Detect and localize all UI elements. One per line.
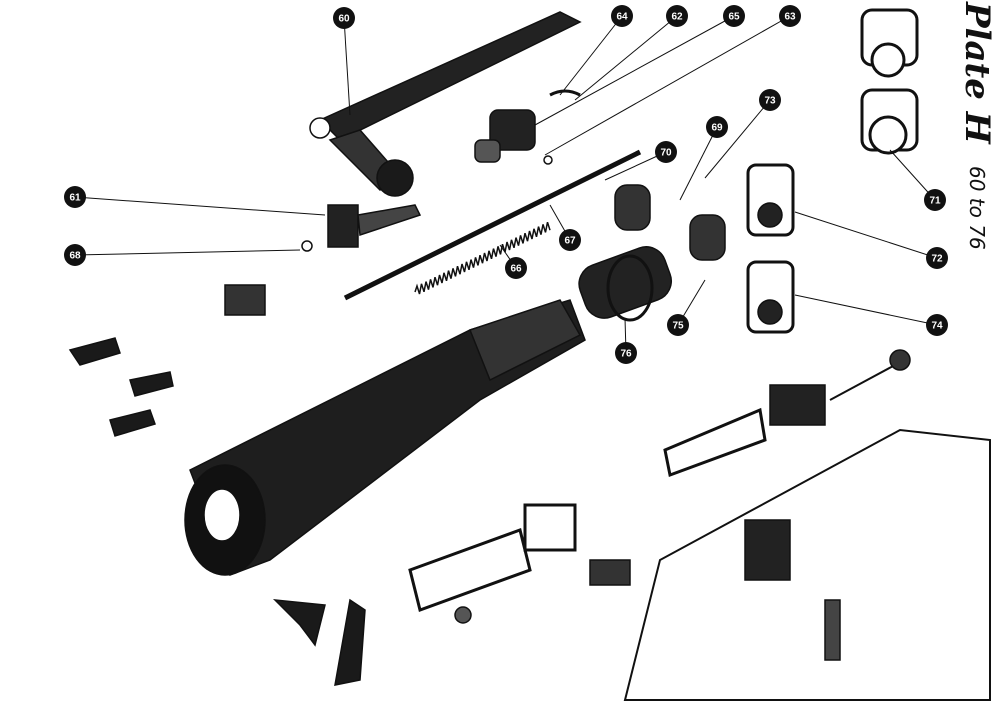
callout-number: 70 [660, 148, 672, 159]
callout-70: 70 [655, 141, 677, 163]
callout-badge [667, 314, 689, 336]
callout-62: 62 [666, 5, 688, 27]
callout-badge [759, 89, 781, 111]
callout-badge [723, 5, 745, 27]
callout-badge [666, 5, 688, 27]
callout-badge [615, 342, 637, 364]
callout-badge [611, 5, 633, 27]
leader-line-73 [704, 99, 771, 179]
callout-number: 76 [620, 349, 632, 360]
sight-parts [474, 89, 581, 165]
receiver-part [184, 299, 586, 576]
stock-assembly [623, 349, 991, 701]
leader-line-74 [794, 294, 938, 326]
callout-number: 75 [672, 321, 684, 332]
callout-badge [559, 229, 581, 251]
callout-71: 71 [924, 189, 946, 211]
callout-badge [655, 141, 677, 163]
part-range: 60 to 76 [965, 165, 989, 250]
leader-line-65 [534, 15, 735, 126]
gas-cylinder-parts [578, 8, 919, 334]
callout-badge [64, 244, 86, 266]
callout-number: 69 [711, 123, 723, 134]
callout-number: 73 [764, 96, 776, 107]
callout-69: 69 [706, 116, 728, 138]
callout-number: 74 [931, 321, 943, 332]
callout-badge [926, 247, 948, 269]
leader-line-63 [544, 15, 791, 156]
callout-number: 68 [69, 251, 81, 262]
plate-number: Plate H [957, 2, 997, 144]
bolt-part [301, 204, 422, 252]
callout-number: 63 [784, 12, 796, 23]
leader-line-68 [74, 249, 301, 256]
callout-badge [926, 314, 948, 336]
rear-sight-parts [408, 503, 631, 624]
callout-60: 60 [333, 7, 355, 29]
trigger-group-parts [68, 284, 366, 686]
operating-rod-part [309, 11, 582, 197]
callout-61: 61 [64, 186, 86, 208]
leader-line-62 [574, 15, 678, 101]
callout-74: 74 [926, 314, 948, 336]
leader-line-60 [343, 17, 351, 116]
callout-badge [505, 257, 527, 279]
callout-76: 76 [615, 342, 637, 364]
callout-65: 65 [723, 5, 745, 27]
callout-number: 61 [69, 193, 81, 204]
callout-badge [779, 5, 801, 27]
leader-line-72 [794, 211, 938, 259]
callout-72: 72 [926, 247, 948, 269]
leader-line-71 [889, 149, 936, 201]
callout-number: 64 [616, 12, 628, 23]
leader-line-61 [74, 196, 326, 216]
callout-badge [333, 7, 355, 29]
callout-badge [64, 186, 86, 208]
leader-line-70 [604, 151, 667, 181]
callout-number: 60 [338, 14, 350, 25]
callout-badge [924, 189, 946, 211]
callout-number: 66 [510, 264, 522, 275]
callout-67: 67 [559, 229, 581, 251]
follower-rod-and-spring [343, 149, 642, 301]
callout-68: 68 [64, 244, 86, 266]
callout-number: 62 [671, 12, 683, 23]
callout-number: 71 [929, 196, 941, 207]
leader-line-69 [679, 126, 718, 201]
callout-number: 72 [931, 254, 943, 265]
callout-number: 67 [564, 236, 576, 247]
callout-66: 66 [505, 257, 527, 279]
plate-title: Plate H 60 to 76 [957, 2, 997, 250]
callout-73: 73 [759, 89, 781, 111]
callout-63: 63 [779, 5, 801, 27]
callout-75: 75 [667, 314, 689, 336]
callout-badge [706, 116, 728, 138]
leader-line-64 [559, 15, 623, 96]
callout-number: 65 [728, 12, 740, 23]
callout-64: 64 [611, 5, 633, 27]
